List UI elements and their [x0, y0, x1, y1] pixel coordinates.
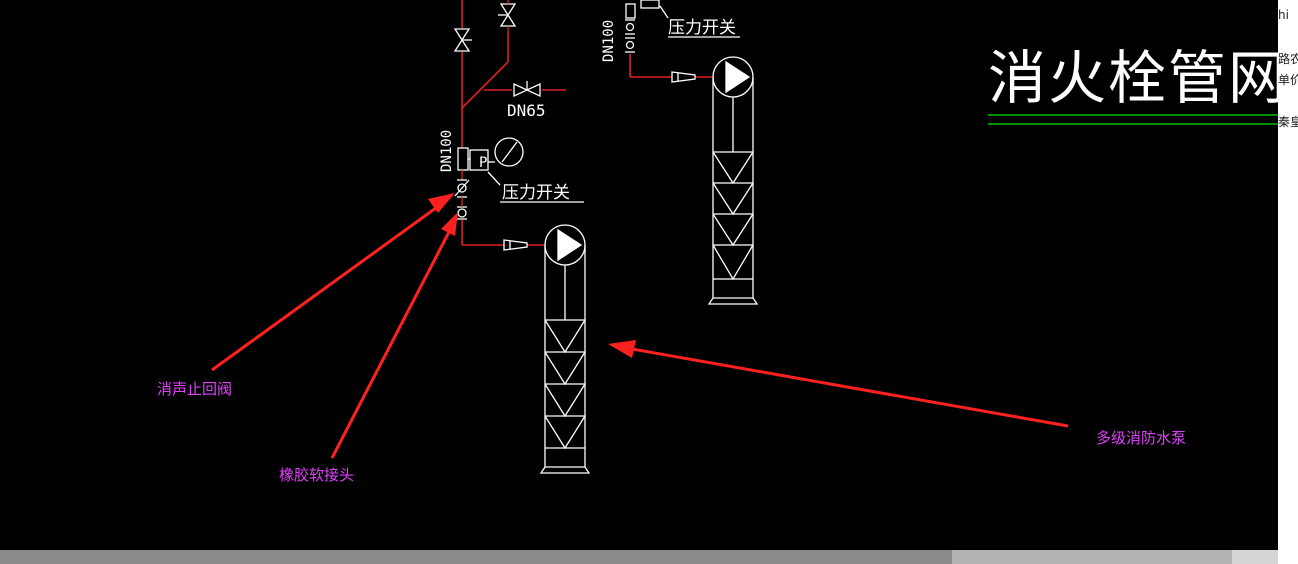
dn65-label: DN65: [507, 101, 546, 120]
pressure-switch-assembly-right: [625, 0, 740, 53]
dn100-label-left: DN100: [439, 130, 455, 172]
drawing-title: 消火栓管网图: [988, 44, 1278, 112]
pressure-switch-label-left: 压力开关: [502, 183, 570, 203]
scrollbar-thumb[interactable]: [0, 550, 952, 564]
annotation-arrow-rubber-joint: [330, 212, 458, 459]
gate-valve: [498, 0, 517, 32]
cad-canvas[interactable]: DN65 P 压力开关 DN100 压力开关 DN: [0, 0, 1278, 550]
pipe-network: [461, 0, 712, 246]
reducer-right: [671, 71, 696, 83]
adjacent-panel-strip: hi 路农 单价 秦皇: [1278, 0, 1298, 564]
multistage-fire-pump-right: [707, 56, 759, 305]
annotation-check-valve: 消声止回阀: [157, 380, 233, 398]
fire-hydrant-pipe-network-drawing: DN65 P 压力开关 DN100 压力开关 DN: [211, 0, 1278, 474]
annotation-rubber-joint: 橡胶软接头: [279, 466, 355, 484]
annotation-arrow-pump: [608, 340, 1069, 428]
scrollbar-track-end[interactable]: [1232, 550, 1278, 564]
pressure-switch-label-right: 压力开关: [668, 18, 736, 38]
horizontal-scrollbar[interactable]: [0, 550, 1278, 564]
side-fragment: 路农: [1278, 52, 1298, 66]
side-fragment: hi: [1278, 8, 1289, 22]
side-fragment: 秦皇: [1278, 115, 1298, 129]
pressure-gauge-icon: [494, 137, 524, 167]
multistage-fire-pump-left: [539, 224, 591, 474]
gate-valve-dn65: [513, 81, 541, 98]
dn100-label-right: DN100: [601, 20, 617, 62]
pressure-switch-assembly-left: [454, 137, 584, 220]
pipe-segment: [461, 61, 509, 109]
annotation-pump: 多级消防水泵: [1096, 429, 1187, 447]
annotation-arrow-check-valve: [211, 193, 455, 372]
gate-valve: [453, 28, 472, 52]
pressure-gauge-letter: P: [479, 155, 487, 171]
reducer-left: [503, 239, 528, 251]
side-fragment: 单价: [1278, 73, 1298, 87]
